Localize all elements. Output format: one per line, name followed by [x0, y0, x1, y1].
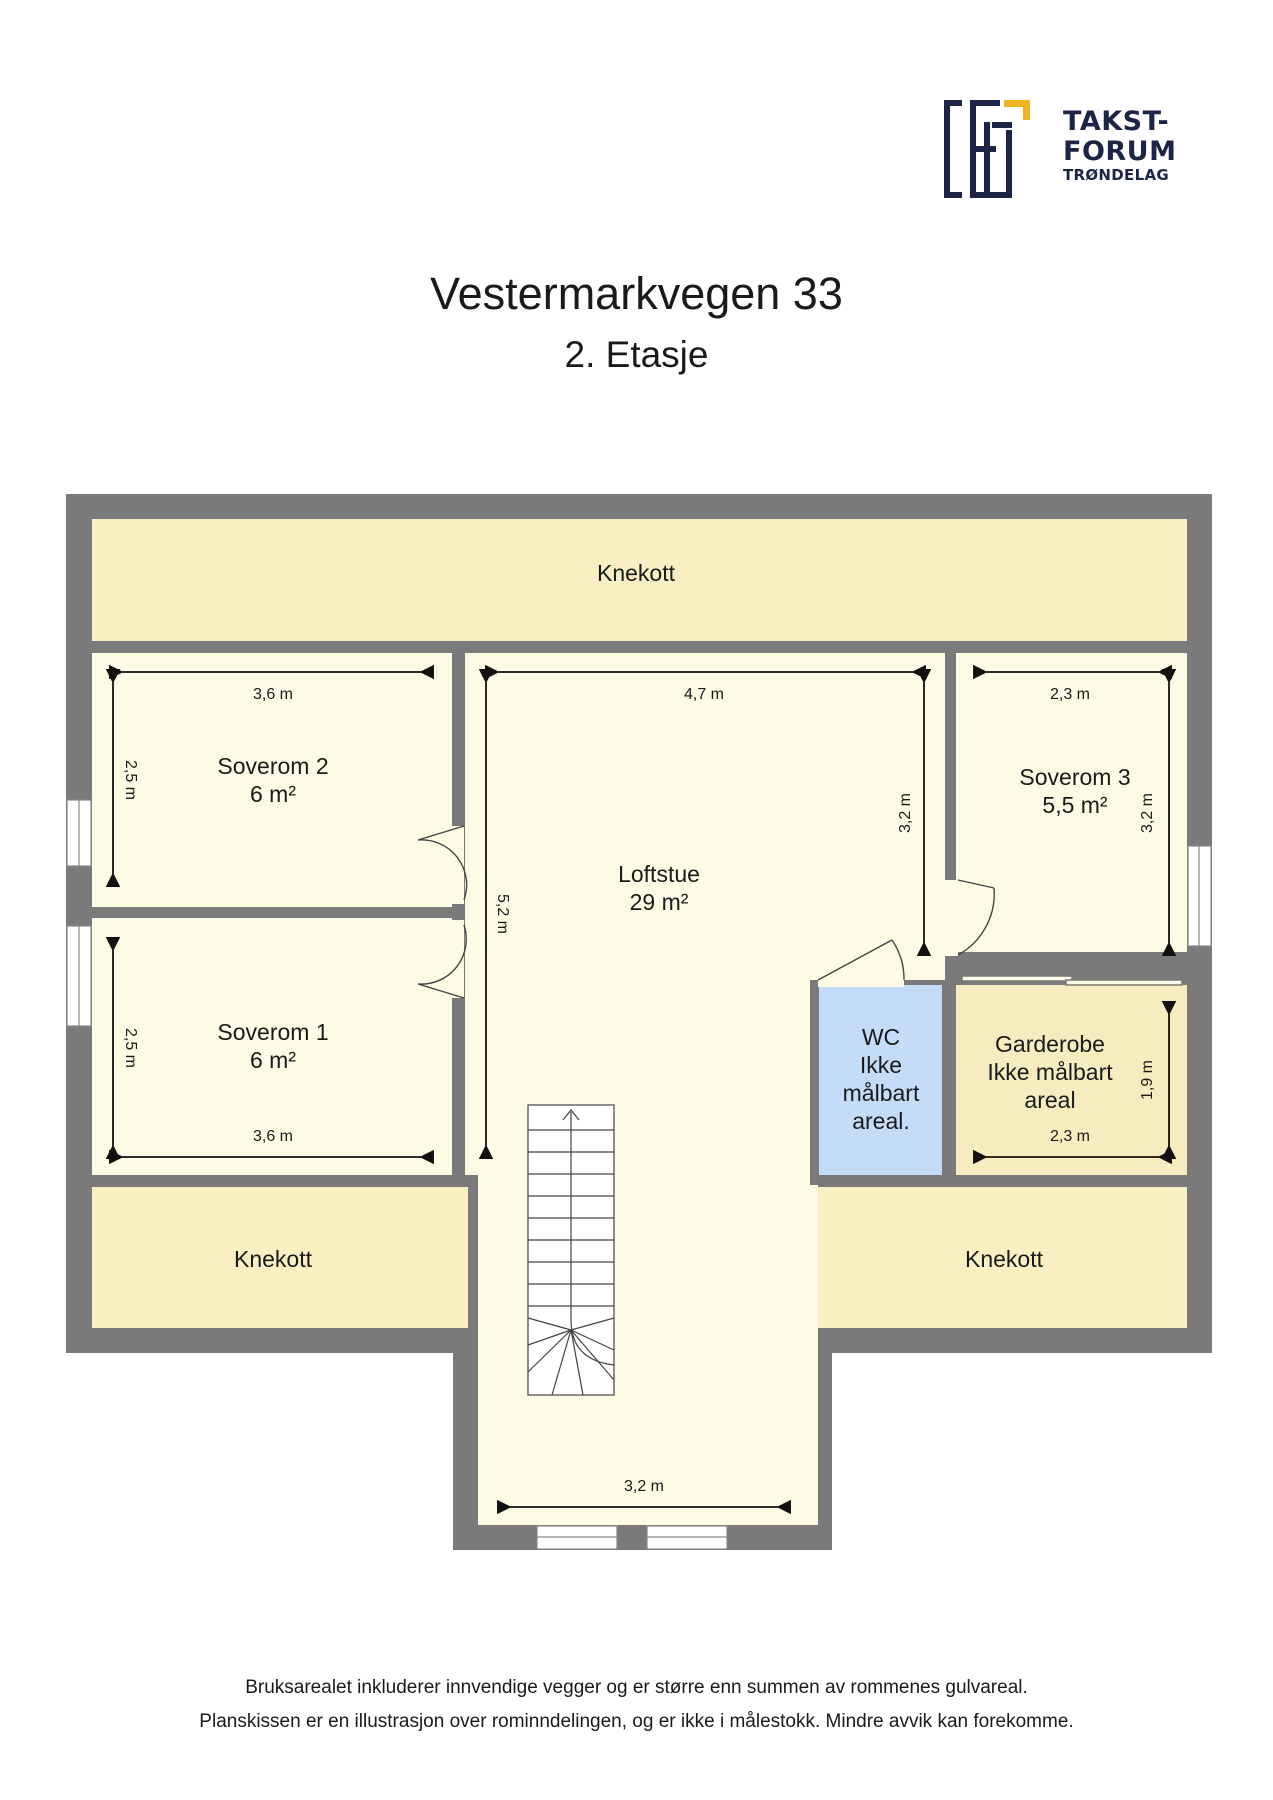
dim-garderobe-width: 2,3 m [1050, 1128, 1090, 1145]
logo-line-3: TRØNDELAG [1063, 166, 1169, 184]
knekott-left-floor [92, 1187, 468, 1328]
dim-soverom1-width: 3,6 m [253, 1128, 293, 1145]
logo-line-1: TAKST- [1063, 106, 1170, 137]
dim-soverom3-depth: 3,2 m [1139, 793, 1156, 833]
soverom2-floor [92, 653, 452, 907]
wc-label: WC [862, 1024, 900, 1050]
page-title: Vestermarkvegen 33 [430, 268, 843, 319]
dim-loftstue-inner-depth: 3,2 m [897, 793, 914, 833]
garderobe-floor [956, 985, 1187, 1175]
dim-loftstue-width: 4,7 m [684, 686, 724, 703]
soverom3-area: 5,5 m² [1042, 792, 1108, 818]
garderobe-note-1: Ikke målbart [987, 1059, 1113, 1085]
wc-note-3: areal. [852, 1108, 910, 1134]
loftstue-label: Loftstue [618, 861, 700, 887]
footer-note-1: Bruksarealet inkluderer innvendige vegge… [245, 1677, 1028, 1698]
knekott-top-label: Knekott [597, 560, 676, 586]
logo-line-2: FORUM [1063, 136, 1177, 167]
dim-soverom2-depth: 2,5 m [122, 760, 139, 800]
soverom1-area: 6 m² [250, 1047, 296, 1073]
soverom3-floor [956, 653, 1187, 952]
soverom3-label: Soverom 3 [1019, 764, 1130, 790]
takstforum-logo-icon [944, 100, 1030, 198]
soverom2-area: 6 m² [250, 781, 296, 807]
loftstue-area: 29 m² [630, 889, 689, 915]
dim-soverom2-width: 3,6 m [253, 686, 293, 703]
knekott-right-floor [818, 1187, 1187, 1328]
footer-note-2: Planskissen er en illustrasjon over romi… [199, 1711, 1074, 1732]
soverom1-label: Soverom 1 [217, 1019, 328, 1045]
wc-note-1: Ikke [860, 1052, 902, 1078]
dim-loftstue-bottom-width: 3,2 m [624, 1478, 664, 1495]
dim-garderobe-depth: 1,9 m [1139, 1060, 1156, 1100]
dim-soverom1-depth: 2,5 m [122, 1028, 139, 1068]
floor-subtitle: 2. Etasje [564, 334, 709, 375]
soverom2-label: Soverom 2 [217, 753, 328, 779]
garderobe-label: Garderobe [995, 1031, 1105, 1057]
garderobe-note-2: areal [1024, 1087, 1075, 1113]
knekott-right-label: Knekott [965, 1246, 1044, 1272]
wc-floor [819, 985, 942, 1175]
staircase-icon [527, 1104, 615, 1396]
wc-note-2: målbart [843, 1080, 920, 1106]
dim-soverom3-width: 2,3 m [1050, 686, 1090, 703]
windows [66, 799, 1212, 1550]
dimension-lines [105, 664, 1177, 1515]
logo-wordmark: TAKST- FORUM TRØNDELAG [1063, 108, 1176, 183]
knekott-left-label: Knekott [234, 1246, 313, 1272]
knekott-top-floor [92, 519, 1187, 641]
soverom1-floor [92, 918, 452, 1175]
dim-loftstue-depth: 5,2 m [494, 894, 511, 934]
